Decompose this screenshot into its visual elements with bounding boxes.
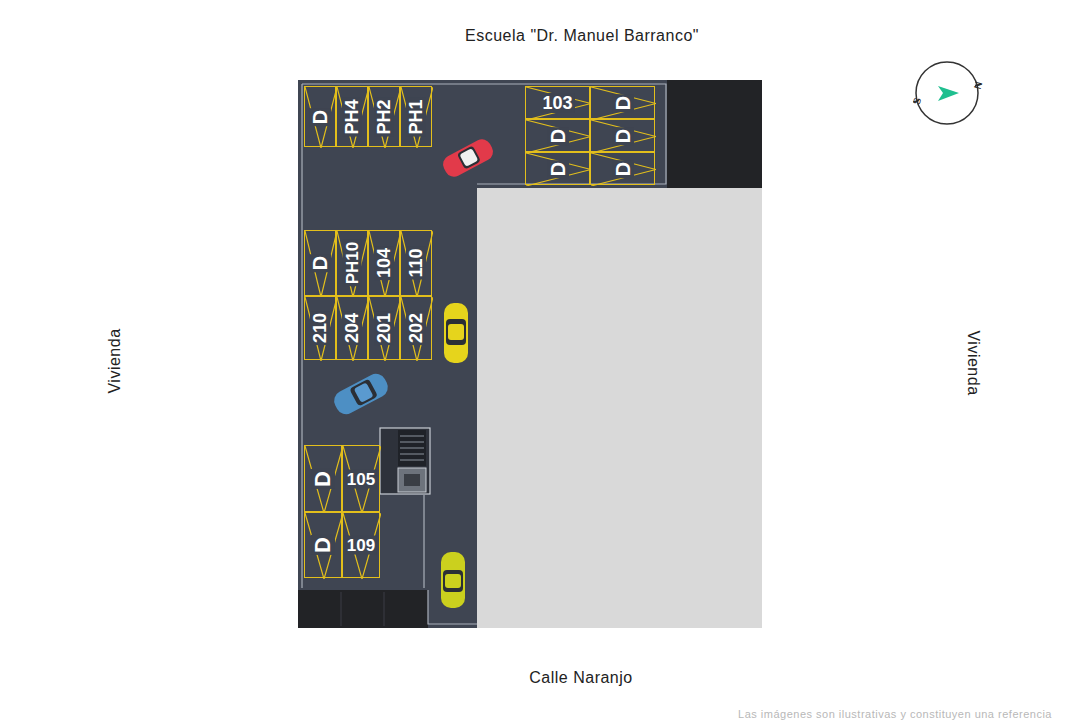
parking-space: D: [304, 86, 336, 147]
parking-space: PH1: [400, 86, 432, 147]
stairs: [380, 428, 430, 494]
space-number: PH10: [343, 240, 362, 287]
space-stripe: [526, 120, 591, 153]
parking-space: 204: [336, 296, 368, 360]
strip-division: [341, 592, 342, 626]
parking-space: 103: [525, 86, 590, 119]
space-stripe: [591, 120, 656, 153]
compass-letter: S: [911, 96, 923, 106]
space-number: D: [309, 254, 331, 272]
space-stripe: [343, 513, 381, 579]
strip-division: [384, 592, 385, 626]
space-number: 105: [345, 469, 377, 488]
space-number: PH1: [406, 97, 426, 136]
parking-space: 109: [342, 512, 380, 578]
space-stripe: [369, 297, 401, 361]
space-stripe: [305, 513, 343, 579]
neighbor-label: Vivienda: [106, 328, 124, 393]
space-stripe: [369, 231, 401, 297]
space-stripe: [343, 446, 381, 513]
space-number: D: [612, 93, 634, 111]
car-yellow: [444, 303, 468, 363]
watermark: Las imágenes son ilustrativas y constitu…: [738, 708, 1052, 720]
parking-space: 202: [400, 296, 432, 360]
car-lime: [441, 552, 465, 608]
space-number: 210: [310, 311, 330, 345]
neighbor-label: Vivienda: [964, 330, 982, 395]
floor-edge: [301, 84, 302, 588]
space-number: D: [612, 126, 634, 144]
space-number: 202: [406, 311, 426, 345]
parking-space: D: [590, 119, 655, 152]
floor-edge: [302, 84, 666, 184]
parking-space: 201: [368, 296, 400, 360]
dark-block: [667, 80, 762, 188]
parking-space: D: [525, 152, 590, 185]
space-stripe: [337, 297, 369, 361]
space-stripe: [337, 231, 369, 297]
parking-space: D: [525, 119, 590, 152]
space-number: 110: [406, 246, 426, 279]
space-stripe: [526, 153, 591, 186]
space-number: 109: [345, 536, 377, 555]
space-number: 201: [374, 311, 394, 345]
space-stripe: [369, 87, 401, 148]
parking-space: PH10: [336, 230, 368, 296]
parking-space: D: [304, 512, 342, 578]
space-number: PH2: [374, 97, 394, 136]
space-stripe: [401, 297, 433, 361]
parking-space: D: [304, 445, 342, 512]
parking-space: D: [304, 230, 336, 296]
space-stripe: [305, 231, 337, 297]
car-red: [440, 136, 496, 180]
neighbor-label: Escuela "Dr. Manuel Barranco": [465, 27, 699, 45]
space-stripe: [591, 87, 656, 120]
parking-space: PH4: [336, 86, 368, 147]
space-number: 103: [540, 93, 574, 113]
car-blue: [331, 370, 392, 417]
parking-space: 110: [400, 230, 432, 296]
parking-space: D: [590, 86, 655, 119]
compass: [913, 62, 981, 124]
space-stripe: [305, 297, 337, 361]
space-stripe: [591, 153, 656, 186]
space-number: D: [612, 159, 634, 177]
space-stripe: [337, 87, 369, 148]
parking-space: 105: [342, 445, 380, 512]
space-number: PH4: [342, 97, 362, 136]
dark-strip: [298, 590, 428, 628]
space-stripe: [401, 87, 433, 148]
space-number: D: [309, 107, 331, 125]
space-stripe: [305, 87, 337, 148]
parking-space: D: [590, 152, 655, 185]
parking-floor: [298, 80, 762, 628]
space-stripe: [401, 231, 433, 297]
street-label: Calle Naranjo: [529, 669, 632, 687]
space-number: D: [547, 126, 569, 144]
compass-letter: N: [972, 80, 985, 90]
space-stripe: [305, 446, 343, 513]
space-number: D: [547, 159, 569, 177]
parking-space: 210: [304, 296, 336, 360]
space-number: D: [311, 469, 335, 489]
building: [477, 188, 762, 628]
space-number: 204: [342, 311, 362, 345]
parking-space: PH2: [368, 86, 400, 147]
space-number: 104: [374, 246, 394, 280]
space-stripe: [526, 87, 591, 120]
wall: [423, 495, 424, 588]
space-number: D: [311, 535, 335, 555]
parking-space: 104: [368, 230, 400, 296]
